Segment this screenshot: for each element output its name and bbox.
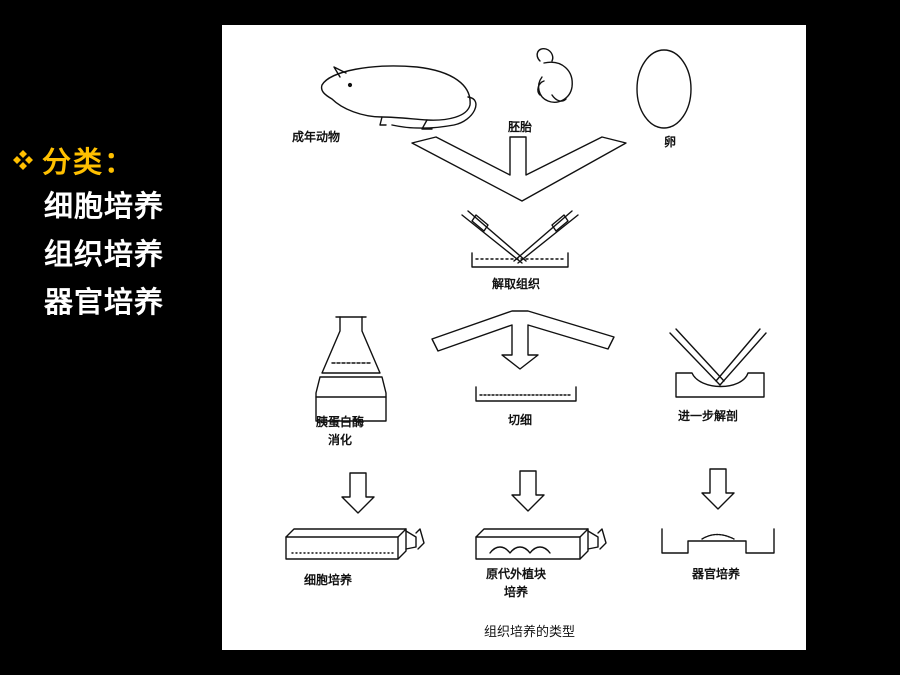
category-organ-culture: 器官培养 xyxy=(44,285,165,319)
trypsin-flask-illustration xyxy=(315,316,387,422)
dissection-dish-illustration xyxy=(461,210,579,268)
down-arrow-left xyxy=(341,472,375,514)
classification-heading: 分类： xyxy=(42,145,136,179)
tissue-culture-figure: 成年动物 胚胎 卵 解取组织 胰蛋白酶 消化 切细 进一步解剖 细胞培养 原代外… xyxy=(222,25,806,650)
diamond-bullet-icon xyxy=(13,150,33,170)
explant-culture-flask-illustration xyxy=(475,528,607,560)
label-mince: 切细 xyxy=(508,413,533,427)
classification-panel: 分类： 细胞培养 组织培养 器官培养 xyxy=(10,138,220,326)
converging-arrow xyxy=(411,136,627,202)
down-arrow-middle xyxy=(511,470,545,512)
label-explant-line2: 培养 xyxy=(504,585,529,599)
embryo-illustration xyxy=(536,47,573,103)
label-trypsin-line1: 胰蛋白酶 xyxy=(316,415,365,429)
cell-culture-flask-illustration xyxy=(285,528,425,560)
further-dissection-illustration xyxy=(669,328,767,398)
label-egg: 卵 xyxy=(664,135,677,149)
label-adult-animal: 成年动物 xyxy=(292,130,341,144)
organ-culture-dish-illustration xyxy=(661,528,775,554)
label-embryo: 胚胎 xyxy=(508,120,533,134)
down-arrow-right xyxy=(701,468,735,510)
rat-illustration xyxy=(320,65,477,130)
egg-illustration xyxy=(636,49,692,129)
category-cell-culture: 细胞培养 xyxy=(44,189,165,223)
category-tissue-culture: 组织培养 xyxy=(44,237,165,271)
figure-caption: 组织培养的类型 xyxy=(484,625,576,640)
tissue-culture-diagram xyxy=(285,47,775,560)
classification-heading-row: 分类： xyxy=(10,138,220,182)
mincing-dish-illustration xyxy=(475,386,577,402)
label-cell-culture: 细胞培养 xyxy=(304,573,353,587)
label-dissect-tissue: 解取组织 xyxy=(492,277,541,291)
label-explant-line1: 原代外植块 xyxy=(486,567,547,581)
label-organ-culture: 器官培养 xyxy=(692,567,741,581)
label-explant-culture: 原代外植块 培养 xyxy=(486,565,546,601)
diverging-arrow xyxy=(431,310,615,370)
label-further-dissection: 进一步解剖 xyxy=(678,409,739,423)
label-trypsin-digestion: 胰蛋白酶 消化 xyxy=(316,413,364,449)
label-trypsin-line2: 消化 xyxy=(328,433,353,447)
